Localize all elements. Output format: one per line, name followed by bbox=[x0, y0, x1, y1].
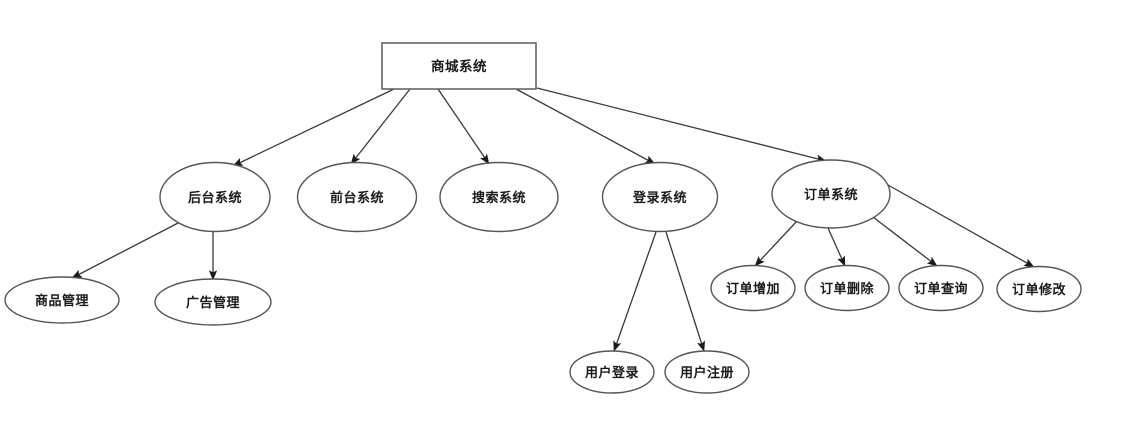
edge-backend-to-product-mgmt bbox=[71, 221, 181, 279]
node-product-mgmt[interactable]: 商品管理 bbox=[4, 276, 120, 324]
node-backend[interactable]: 后台系统 bbox=[159, 161, 271, 233]
node-shape-order-edit bbox=[996, 265, 1082, 313]
node-root[interactable]: 商城系统 bbox=[381, 42, 537, 90]
node-label-user-login: 用户登录 bbox=[584, 365, 639, 380]
node-shape-order bbox=[771, 159, 891, 229]
edge-order-to-order-del bbox=[827, 227, 846, 267]
node-label-search: 搜索系统 bbox=[472, 190, 526, 205]
edge-order-to-order-add bbox=[754, 220, 798, 267]
node-shape-product-mgmt bbox=[4, 276, 120, 324]
node-label-order-query: 订单查询 bbox=[914, 281, 968, 296]
node-shape-order-query bbox=[898, 264, 984, 312]
node-shape-root bbox=[381, 42, 537, 90]
edge-root-to-backend bbox=[232, 88, 395, 167]
edges-layer bbox=[71, 87, 1035, 352]
node-shape-backend bbox=[159, 161, 271, 233]
node-label-order: 订单系统 bbox=[804, 187, 858, 202]
node-label-backend: 后台系统 bbox=[188, 190, 242, 205]
node-shape-user-login bbox=[569, 350, 655, 394]
node-shape-order-del bbox=[804, 264, 890, 312]
node-label-order-add: 订单增加 bbox=[726, 281, 780, 296]
edge-login-to-user-reg bbox=[665, 231, 705, 352]
node-frontend[interactable]: 前台系统 bbox=[296, 161, 418, 233]
node-label-product-mgmt: 商品管理 bbox=[35, 293, 89, 308]
node-order-del[interactable]: 订单删除 bbox=[804, 264, 890, 312]
node-label-order-del: 订单删除 bbox=[820, 281, 875, 296]
node-shape-user-reg bbox=[664, 350, 750, 394]
node-label-ad-mgmt: 广告管理 bbox=[186, 295, 240, 310]
edge-order-to-order-edit bbox=[887, 184, 1035, 268]
node-order-add[interactable]: 订单增加 bbox=[710, 264, 796, 312]
node-order-edit[interactable]: 订单修改 bbox=[996, 265, 1082, 313]
edge-root-to-login bbox=[515, 88, 656, 165]
node-shape-frontend bbox=[296, 161, 418, 233]
node-label-user-reg: 用户注册 bbox=[679, 365, 734, 380]
edge-root-to-order bbox=[536, 87, 827, 163]
edge-root-to-search bbox=[437, 88, 490, 165]
node-label-root: 商城系统 bbox=[431, 58, 487, 74]
node-ad-mgmt[interactable]: 广告管理 bbox=[154, 278, 272, 326]
node-shape-order-add bbox=[710, 264, 796, 312]
node-shape-search bbox=[439, 161, 559, 233]
node-label-order-edit: 订单修改 bbox=[1012, 282, 1067, 297]
node-label-login: 登录系统 bbox=[632, 190, 687, 205]
edge-order-to-order-query bbox=[872, 216, 938, 267]
node-shape-ad-mgmt bbox=[154, 278, 272, 326]
node-login[interactable]: 登录系统 bbox=[601, 161, 719, 233]
node-order-query[interactable]: 订单查询 bbox=[898, 264, 984, 312]
edge-login-to-user-login bbox=[613, 231, 657, 352]
node-search[interactable]: 搜索系统 bbox=[439, 161, 559, 233]
node-order[interactable]: 订单系统 bbox=[771, 159, 891, 229]
node-label-frontend: 前台系统 bbox=[330, 190, 384, 205]
edge-root-to-frontend bbox=[350, 88, 411, 165]
node-user-login[interactable]: 用户登录 bbox=[569, 350, 655, 394]
node-shape-login bbox=[601, 161, 719, 233]
node-user-reg[interactable]: 用户注册 bbox=[664, 350, 750, 394]
